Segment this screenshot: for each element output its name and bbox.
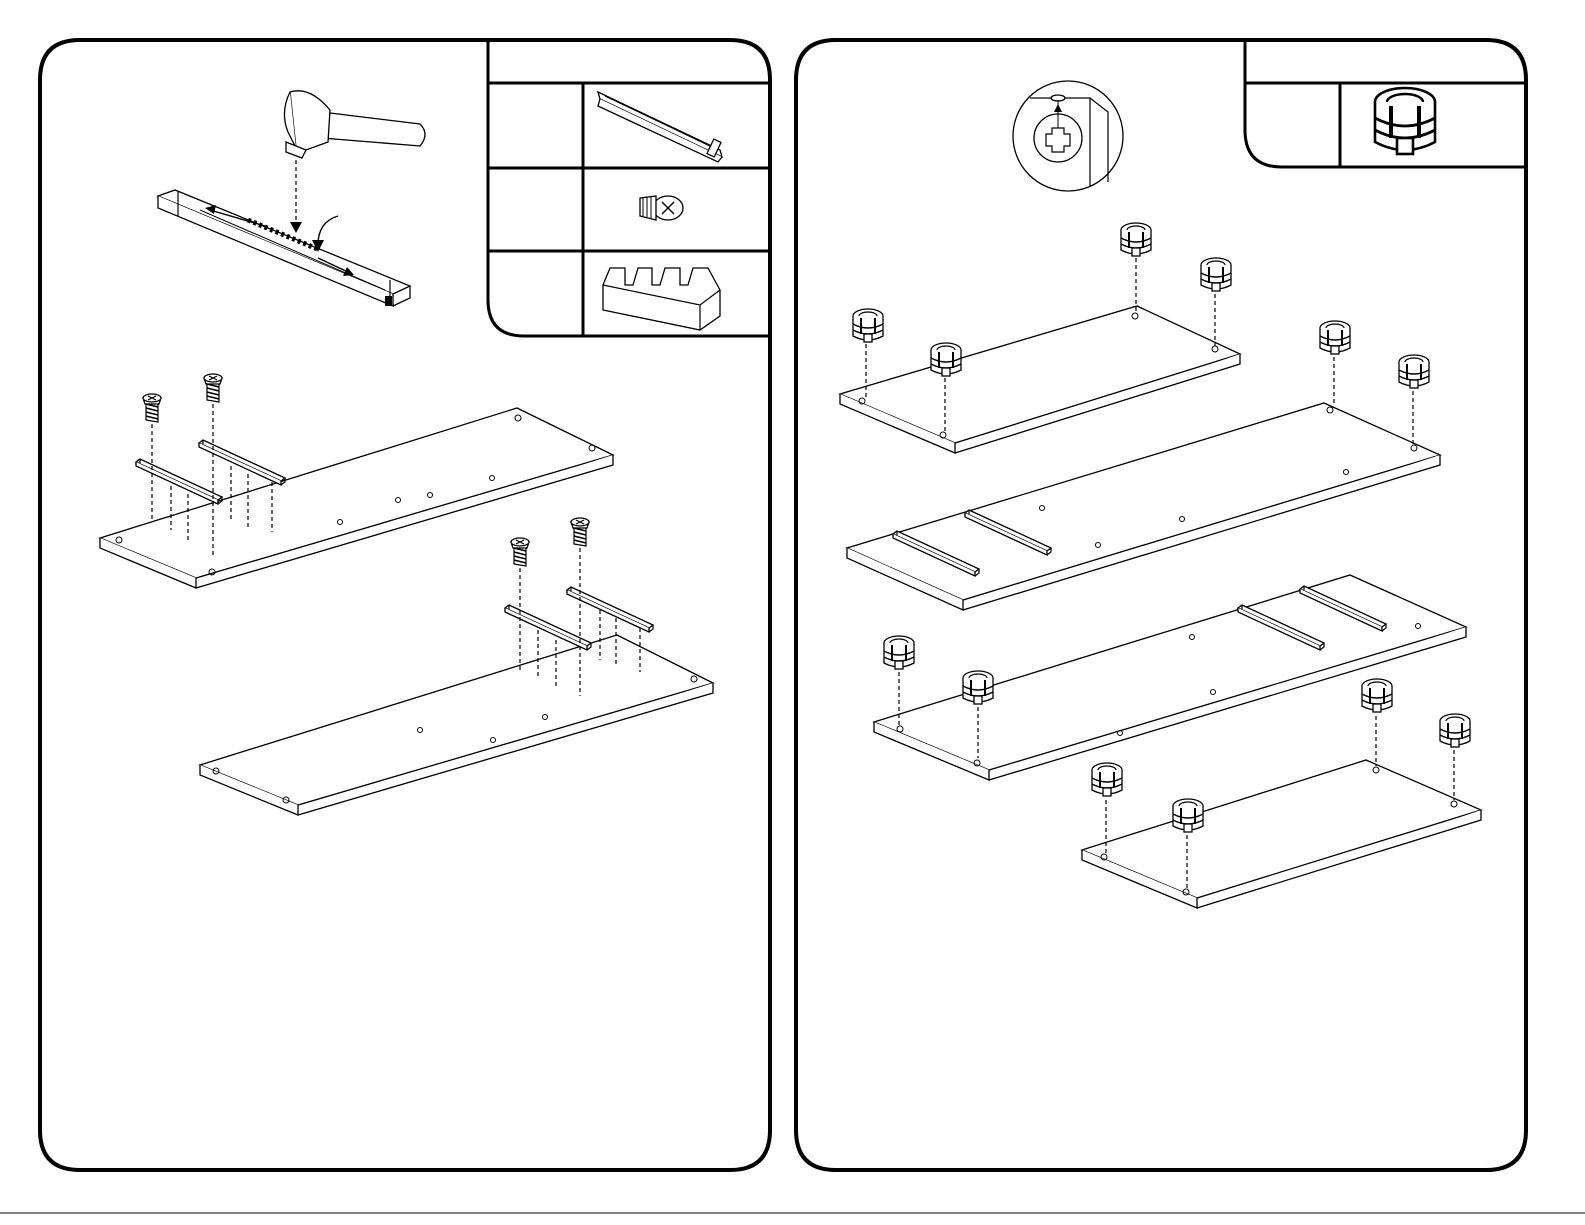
parts-cam-lock-icon <box>1375 88 1435 154</box>
parts-screw-icon <box>640 196 683 220</box>
right-step-panel <box>796 40 1526 1170</box>
left-step-panel <box>40 40 770 1170</box>
cam-detail-magnifier <box>1013 81 1123 191</box>
